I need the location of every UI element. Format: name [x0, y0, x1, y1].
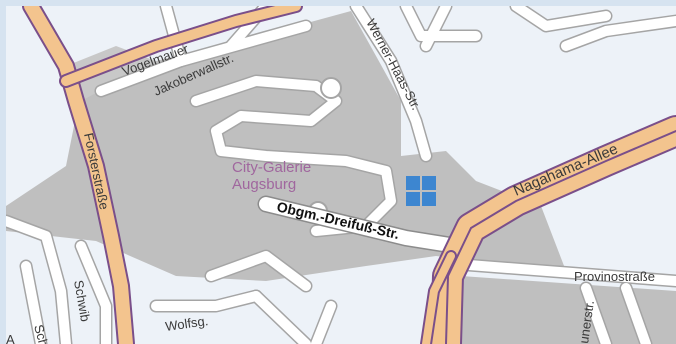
- label-provino: Provinostraße: [574, 269, 655, 284]
- major-roads: [22, 6, 676, 344]
- label-edge-a: A: [6, 332, 15, 344]
- label-sch: Sch: [31, 323, 51, 344]
- dreifuss-street: [257, 195, 465, 255]
- label-wolfsg: Wolfsg.: [164, 313, 209, 334]
- windows-grid-icon[interactable]: [406, 176, 436, 206]
- poi-line2: Augsburg: [232, 176, 296, 193]
- minor-roads: [6, 6, 676, 344]
- area-southeast: [451, 276, 676, 344]
- poi-line1: City-Galerie: [232, 159, 311, 176]
- label-schwib: Schwib: [71, 279, 93, 323]
- map-svg: Vogelmauer Jakoberwallstr. Werner-Haas-S…: [6, 6, 676, 344]
- label-unerstr: unerstr.: [576, 299, 597, 344]
- poi-city-galerie[interactable]: City-Galerie Augsburg: [232, 159, 311, 193]
